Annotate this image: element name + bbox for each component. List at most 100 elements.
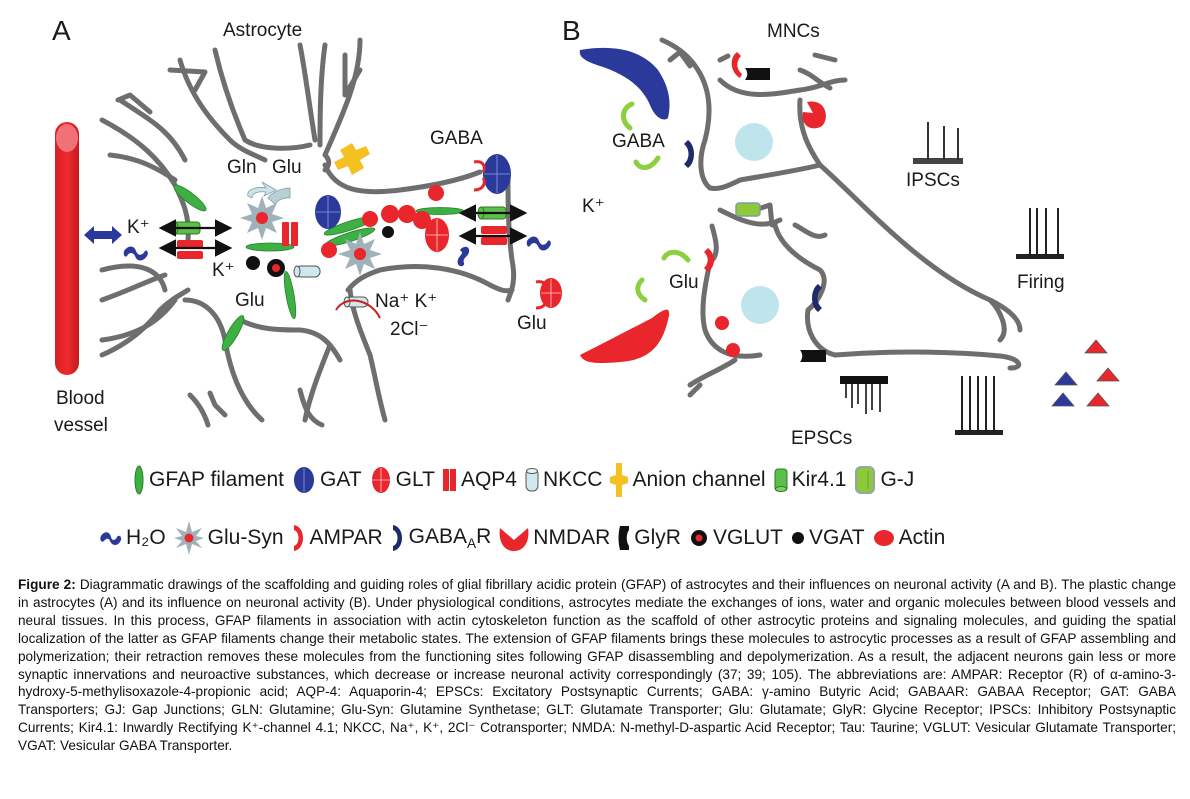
kir41-icon	[774, 468, 788, 492]
label-2cl: 2Cl⁻	[390, 319, 429, 340]
anion-channel	[334, 143, 370, 175]
legend-item-anion: Anion channel	[610, 463, 766, 497]
label-blood: Blood	[56, 388, 105, 409]
blood-vessel	[55, 122, 79, 375]
firing-trace-lower	[955, 376, 1003, 435]
glt-icon	[371, 467, 390, 493]
diagram-canvas	[55, 37, 1120, 435]
legend-label: GAT	[320, 468, 362, 491]
nmdar-icon	[499, 528, 529, 551]
panel-b-letter: B	[562, 15, 581, 46]
actin-dots	[321, 185, 444, 258]
nmdar-receptor	[802, 101, 826, 129]
release-arrows	[621, 101, 691, 303]
legend-item-aqp4: AQP4	[442, 467, 517, 493]
gaba-terminal	[579, 47, 670, 120]
glyr-receptor-top	[745, 68, 770, 80]
firing-trace	[1016, 208, 1064, 259]
vgat-icon	[791, 532, 804, 544]
label-k-left: K⁺	[127, 217, 150, 238]
ampar-receptor-glu	[704, 248, 714, 272]
legend-label: Anion channel	[632, 468, 766, 491]
ampar-receptors-a	[473, 160, 548, 310]
ipscs-trace	[913, 122, 963, 164]
gabaar-receptor-lower	[812, 284, 822, 312]
neuron-membranes	[659, 37, 1023, 398]
legend-item-gabaar: GABAAR	[391, 523, 491, 553]
water-molecules	[123, 236, 551, 267]
legend-label: AMPAR	[309, 526, 383, 549]
label-gaba-b: GABA	[612, 131, 665, 152]
legend-row-2: H₂O Glu-Syn AMPAR GABAAR NMDAR GlyR VGLU…	[100, 520, 953, 556]
legend-label: Kir4.1	[791, 468, 847, 491]
exchange-arrow-icon	[84, 226, 122, 244]
legend-item-glyr: GlyR	[618, 524, 681, 552]
label-ipscs: IPSCs	[906, 170, 960, 191]
legend-item-glt: GLT	[370, 465, 435, 495]
legend-label: GLT	[395, 468, 435, 491]
actin-dot	[726, 343, 740, 357]
legend-label: G-J	[880, 468, 915, 491]
glyr-receptor-bottom	[800, 350, 826, 362]
nkcc-cotransporters	[293, 265, 369, 308]
figure: A Astrocyte Gln Glu K⁺ K⁺ Glu GABA K⁺ Na…	[18, 15, 1176, 753]
legend-label: H₂O	[126, 526, 166, 549]
ampar-icon	[293, 525, 303, 551]
legend-label: GlyR	[634, 526, 681, 549]
released-hormone-triangles	[1051, 339, 1120, 407]
vglut-icon	[690, 530, 707, 546]
legend-label: NMDAR	[533, 526, 611, 549]
legend-row-1: GFAP filament GAT GLT AQP4 NKCC Anion ch…	[133, 462, 922, 498]
label-vessel: vessel	[54, 415, 108, 436]
panel-b-title: MNCs	[767, 21, 820, 42]
label-gln: Gln	[227, 157, 257, 178]
glu-terminal	[580, 309, 670, 364]
astrocyte-membrane	[99, 37, 517, 428]
nkcc-icon	[525, 468, 539, 492]
gap-junction-icon	[855, 466, 876, 494]
legend-item-actin: Actin	[873, 526, 946, 550]
actin-icon	[873, 530, 894, 546]
label-glu-right: Glu	[517, 313, 547, 334]
panel-a-title: Astrocyte	[223, 20, 303, 41]
label-na-k: Na⁺ K⁺	[375, 291, 438, 312]
glyr-icon	[618, 526, 630, 550]
panel-b	[579, 37, 1120, 435]
legend-label: GFAP filament	[149, 468, 285, 491]
legend-label: VGAT	[808, 526, 865, 549]
gfap-filament-icon	[134, 465, 144, 495]
label-firing: Firing	[1017, 272, 1065, 293]
panel-a	[55, 37, 562, 428]
legend-item-vgat: VGAT	[791, 526, 865, 550]
gap-junction	[735, 202, 761, 217]
transport-arrows	[158, 204, 528, 257]
label-glu-b: Glu	[669, 272, 699, 293]
legend-item-ampar: AMPAR	[292, 523, 383, 553]
label-k-mid: K⁺	[212, 260, 235, 281]
legend-label: Actin	[898, 526, 946, 549]
legend-item-nkcc: NKCC	[525, 466, 602, 494]
legend-item-kir: Kir4.1	[774, 467, 847, 493]
label-glu-top: Glu	[272, 157, 302, 178]
water-icon	[100, 532, 122, 545]
legend-label: AQP4	[460, 468, 517, 491]
nucleus-upper	[735, 123, 773, 161]
gat-transporters	[315, 154, 511, 229]
caption-text: Diagrammatic drawings of the scaffolding…	[18, 577, 1177, 754]
aqp4-icon	[442, 469, 456, 491]
panel-a-letter: A	[52, 15, 71, 46]
legend-label: Glu-Syn	[207, 526, 284, 549]
glu-syn-icon	[173, 521, 204, 555]
caption-label: Figure 2:	[18, 577, 76, 592]
label-k-right: K⁺	[582, 196, 605, 217]
legend-item-gj: G-J	[854, 465, 914, 495]
label-gaba-a: GABA	[430, 128, 483, 149]
gln-glu-conversion-icon	[247, 181, 291, 205]
label-epscs: EPSCs	[791, 428, 853, 449]
legend-item-water: H₂O	[100, 526, 166, 550]
label-glu-mid: Glu	[235, 290, 265, 311]
legend-item-nmdar: NMDAR	[499, 524, 610, 552]
legend-item-vglut: VGLUT	[689, 526, 783, 550]
glu-syn-stars	[240, 196, 382, 276]
gabaar-icon	[392, 525, 402, 551]
